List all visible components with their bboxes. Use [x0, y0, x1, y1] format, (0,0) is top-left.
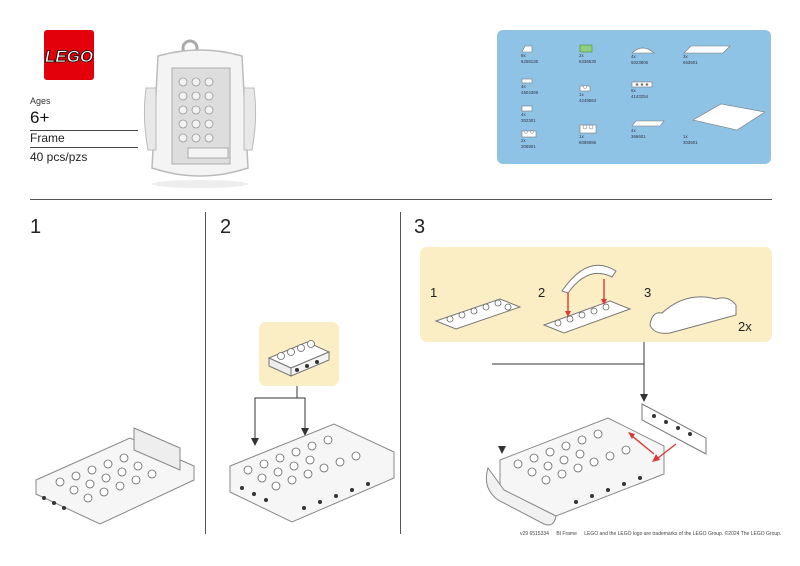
step-number: 1	[30, 216, 42, 238]
plate-1x6-image	[434, 298, 522, 330]
step-2-build-image	[229, 423, 395, 523]
footer-code: v29 6515334	[520, 531, 549, 537]
callout-bubble	[259, 322, 339, 386]
footer-set: BI Frame	[556, 531, 577, 537]
step-divider	[400, 212, 401, 534]
step-1-build-image	[35, 427, 195, 525]
step-number: 2	[220, 216, 232, 238]
section-divider	[30, 199, 772, 200]
ages-value: 6+	[30, 108, 50, 127]
step-3-build-image	[485, 417, 677, 526]
footer-legal: LEGO and the LEGO logo are trademarks of…	[584, 531, 782, 537]
step-number: 3	[414, 216, 426, 238]
substep-number: 2	[538, 285, 546, 300]
sub-assembly-callout: 1 2 3 2x	[420, 247, 772, 342]
ages-label: Ages	[30, 96, 51, 106]
sub-assembly-side-image	[641, 403, 707, 455]
footer: v29 6515334 BI Frame LEGO and the LEGO l…	[520, 531, 787, 537]
step-divider	[205, 212, 206, 534]
substep-2-image	[542, 264, 632, 334]
product-name: Frame	[30, 131, 65, 145]
lego-logo: LEGO	[44, 30, 94, 80]
svg-text:LEGO: LEGO	[45, 47, 93, 66]
substep-3-image	[649, 296, 737, 334]
step-3-arrows	[492, 342, 648, 454]
divider	[30, 130, 138, 131]
quantity-multiplier: 2x	[738, 319, 752, 334]
substep-number: 3	[644, 285, 652, 300]
brick-1x4-image	[267, 340, 331, 377]
substep-number: 1	[430, 285, 438, 300]
piece-count: 40 pcs/pzs	[30, 150, 88, 164]
frame-model-image	[143, 39, 257, 188]
step-2-arrows	[251, 386, 309, 446]
divider	[30, 147, 138, 148]
